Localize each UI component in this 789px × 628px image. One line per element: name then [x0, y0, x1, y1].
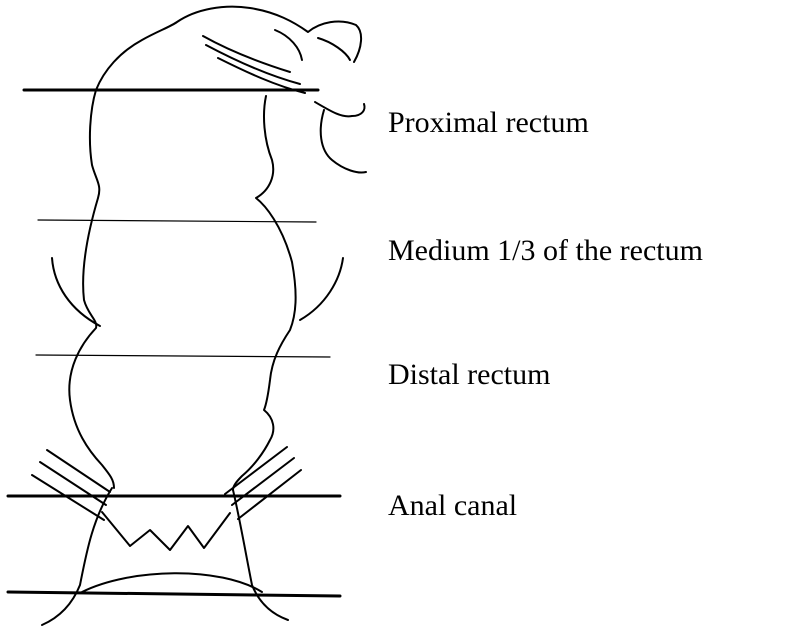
label-proximal-rectum: Proximal rectum: [388, 108, 589, 138]
rectum-right-outer-curve: [300, 258, 343, 320]
rectum-top-fold-2: [206, 45, 300, 84]
label-distal-rectum: Distal rectum: [388, 360, 550, 390]
rectum-left-wall: [69, 90, 114, 488]
proximal-right-bulge: [321, 110, 366, 173]
level-line-anal-lower: [8, 592, 340, 596]
label-anal-canal: Anal canal: [388, 491, 517, 521]
label-medium-third-rectum: Medium 1/3 of the rectum: [388, 236, 703, 266]
level-line-distal: [36, 355, 330, 357]
rectum-top-fold-5: [318, 38, 350, 60]
anal-canal-right-wall: [233, 490, 288, 620]
rectum-top-fold-1: [203, 36, 290, 72]
rectum-right-wall: [233, 96, 296, 490]
left-sphincter-line-3: [47, 450, 110, 492]
anal-verge-arc: [82, 573, 262, 592]
rectum-top-fold-4: [275, 30, 302, 60]
dentate-line-zigzag: [102, 512, 230, 550]
anal-canal-left-wall: [42, 488, 112, 625]
